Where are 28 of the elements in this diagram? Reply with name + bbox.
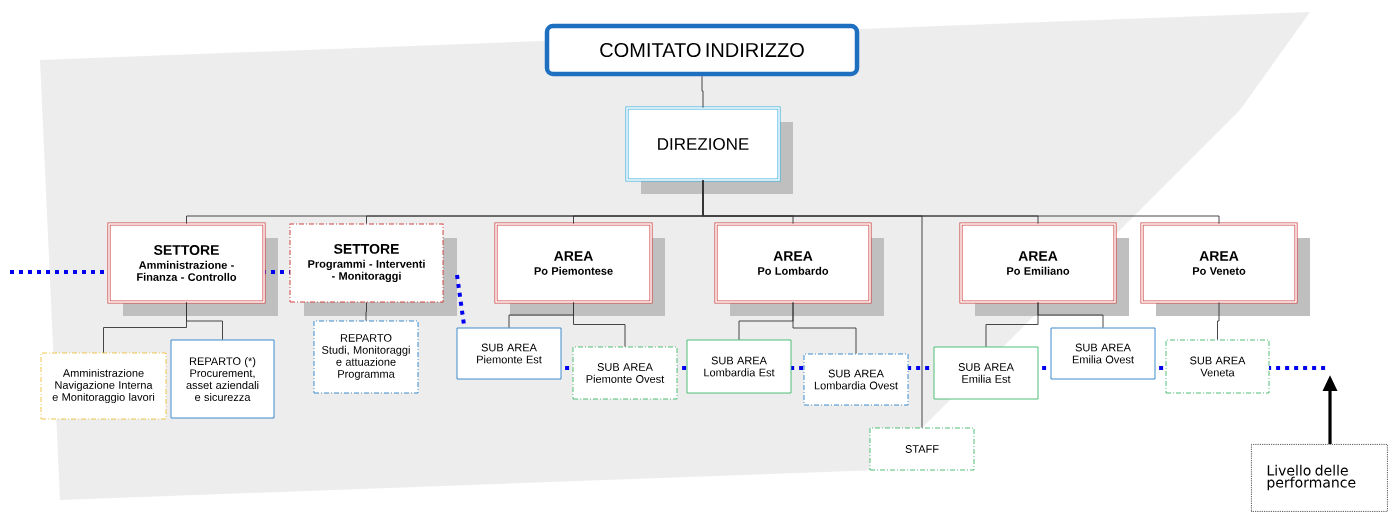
connector-line	[1217, 301, 1220, 340]
unit-box: SUB AREA Piemonte Est	[456, 327, 562, 380]
direction-box: DIREZIONE	[625, 106, 781, 182]
unit-box: SUB AREA Emilia Est	[933, 346, 1039, 400]
note-box: Livello delle performance	[1251, 444, 1388, 512]
area-box: AREA Po Veneto	[1140, 222, 1298, 304]
connector-line	[702, 179, 923, 428]
unit-box: REPARTO (*) Procurement, asset aziendali e sicurezza	[170, 339, 275, 419]
connector-line	[365, 302, 367, 321]
sector-box: SETTORE Amministrazione - Finanza - Controllo	[107, 222, 266, 304]
sector-box: SETTORE Programmi - Interventi - Monitoraggi	[289, 223, 444, 303]
unit-box: STAFF	[869, 427, 975, 471]
unit-box: SUB AREA Lombardia Ovest	[803, 353, 909, 406]
area-box: AREA Po Lombardo	[714, 222, 872, 304]
unit-box: SUB AREA Lombardia Est	[686, 339, 792, 394]
connector-line	[1037, 301, 1104, 328]
unit-box: SUB AREA Emilia Ovest	[1050, 327, 1156, 380]
connector-line	[792, 301, 857, 354]
connector-line	[573, 301, 626, 347]
unit-box: Amministrazione Navigazione Interna e Monitoraggio lavori	[40, 352, 167, 420]
unit-box: REPARTO Studi, Monitoraggi e attuazione Programma	[313, 320, 419, 394]
unit-box: SUB AREA Veneta	[1165, 339, 1270, 394]
connector-line	[186, 301, 223, 340]
unit-box: SUB AREA Piemonte Ovest	[572, 346, 678, 400]
committee-box: COMITATO INDIRIZZO	[544, 23, 860, 77]
area-box: AREA Po Emiliano	[959, 222, 1117, 304]
connector-line	[701, 75, 704, 109]
area-box: AREA Po Piemontese	[494, 222, 653, 304]
